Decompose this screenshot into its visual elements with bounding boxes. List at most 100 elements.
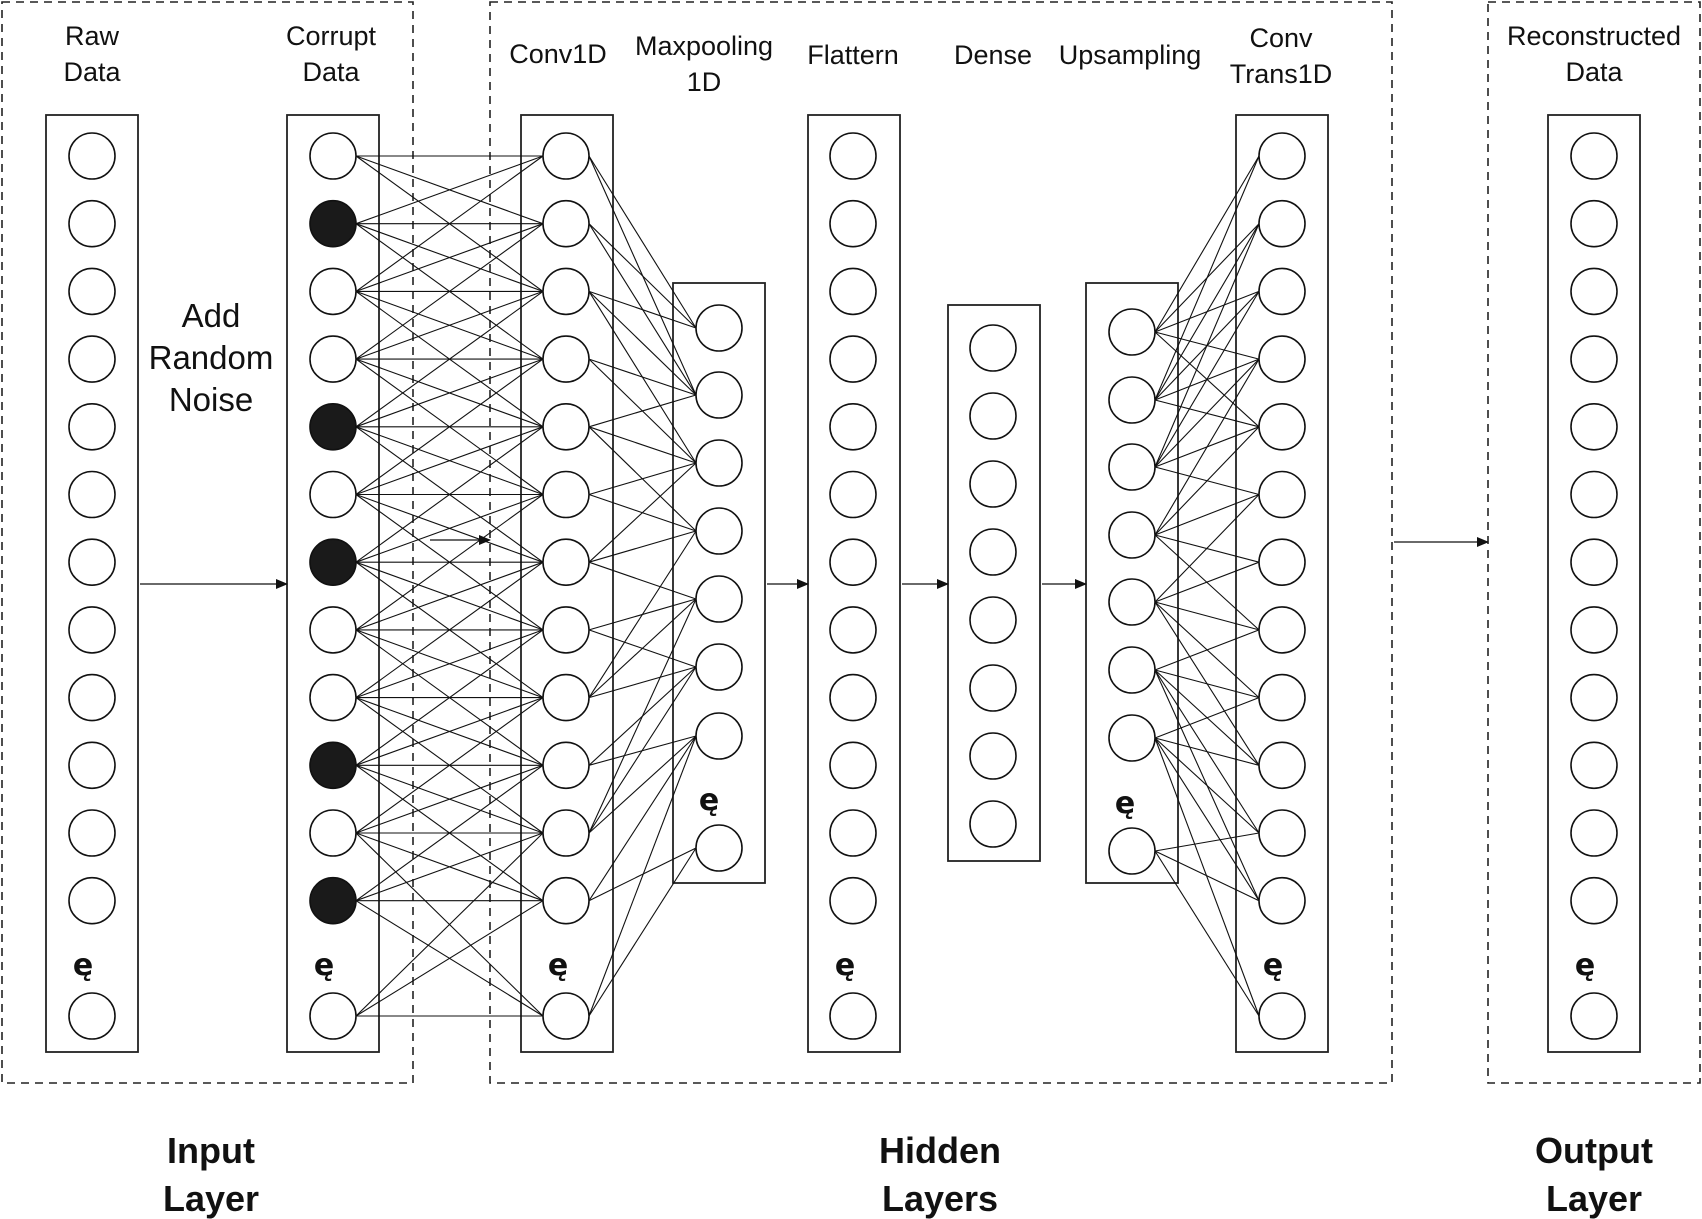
convtrans-node (1258, 992, 1306, 1040)
upsampling-bias-symbol: ę (1115, 786, 1135, 821)
flow-arrows (140, 535, 1489, 589)
edge-corrupt-conv1d (355, 561, 544, 631)
edge-corrupt-conv1d (355, 629, 544, 766)
conv1d-node (542, 992, 590, 1040)
recon-node (1570, 199, 1618, 248)
input-layer-label-line2: Layer (163, 1178, 259, 1219)
edge-conv1d-maxpool (588, 462, 697, 496)
raw-node (68, 538, 116, 587)
dense-node (969, 392, 1017, 440)
edge-conv1d-maxpool (588, 598, 697, 834)
maxpool-node (695, 439, 743, 487)
edge-upsampling-convtrans (1154, 737, 1260, 901)
flatten-node (829, 402, 877, 451)
flatten-bias-symbol: ę (835, 948, 855, 983)
edge-corrupt-conv1d (355, 832, 544, 1017)
edge-corrupt-conv1d (355, 697, 544, 766)
edge-conv1d-maxpool (588, 462, 697, 563)
edge-upsampling-convtrans (1154, 850, 1260, 902)
convtrans-node (1258, 538, 1306, 587)
recon-node (1570, 741, 1618, 790)
maxpool-bias-symbol: ę (699, 783, 719, 818)
convtrans-label-line2: Trans1D (1230, 59, 1333, 89)
dense-node (969, 324, 1017, 372)
conv1d-node (542, 335, 590, 383)
upsample-node (1108, 578, 1156, 626)
flatten-node (829, 606, 877, 654)
raw-node (68, 741, 116, 790)
conv1d-node (542, 538, 590, 587)
flatten-node (829, 132, 877, 180)
convtrans-node (1258, 470, 1306, 519)
corrupt-node (309, 606, 357, 654)
convtrans-label-line1: Conv (1249, 23, 1313, 53)
raw-node (68, 470, 116, 519)
raw-node (68, 809, 116, 857)
flatten-node (829, 267, 877, 316)
conv1d-node (542, 470, 590, 519)
corrupt-bias-symbol: ę (314, 948, 334, 983)
edge-upsampling-convtrans (1154, 629, 1260, 671)
recon-node (1570, 470, 1618, 519)
hidden-section-box (489, 1, 1393, 1084)
edge-conv1d-maxpool (588, 735, 697, 901)
raw-node (68, 267, 116, 316)
dense-node (969, 800, 1017, 848)
edge-corrupt-conv1d (355, 155, 544, 292)
reconstructed-label-line2: Data (1565, 57, 1623, 87)
upsampling-label: Upsampling (1059, 40, 1202, 70)
maxpool-node (695, 824, 743, 872)
flatten-node (829, 741, 877, 790)
edge-upsampling-convtrans (1154, 358, 1260, 536)
noise-label: Add Random Noise (149, 297, 274, 418)
maxpool-node (695, 304, 743, 352)
upsample-node (1108, 646, 1156, 694)
dense-label: Dense (954, 40, 1032, 70)
edge-corrupt-conv1d (355, 561, 544, 699)
upsample-node (1108, 376, 1156, 424)
edge-upsampling-convtrans (1154, 223, 1260, 401)
edge-upsampling-convtrans (1154, 697, 1260, 739)
edge-upsampling-convtrans (1154, 155, 1260, 401)
recon-node (1570, 809, 1618, 857)
edge-upsampling-convtrans (1154, 601, 1260, 631)
reconstructed-label-line1: Reconstructed (1507, 21, 1681, 51)
upsample-node (1108, 827, 1156, 875)
upsample-node (1108, 308, 1156, 356)
raw-data-label-line1: Raw (65, 21, 120, 51)
edge-upsampling-convtrans (1154, 358, 1260, 468)
conv1d-node (542, 741, 590, 790)
edge-corrupt-conv1d (355, 155, 544, 225)
raw-node (68, 132, 116, 180)
edge-corrupt-conv1d (355, 900, 544, 1017)
flatten-node (829, 199, 877, 248)
flatten-node (829, 876, 877, 925)
convtrans-node (1258, 267, 1306, 316)
bias-symbols: ę ę ę ę ę ę ę ę (73, 783, 1595, 983)
corrupt-node (309, 335, 357, 383)
edge-upsampling-convtrans (1154, 561, 1260, 603)
dense-node (969, 596, 1017, 644)
corrupted-node (309, 538, 357, 587)
convtrans-bias-symbol: ę (1263, 948, 1283, 983)
convtrans-node (1258, 132, 1306, 180)
flatten-node (829, 992, 877, 1040)
corrupted-node (309, 741, 357, 790)
edge-upsampling-convtrans (1154, 850, 1260, 1017)
edge-conv1d-maxpool (588, 666, 697, 834)
edge-corrupt-conv1d (355, 223, 544, 292)
convtrans-node (1258, 606, 1306, 654)
edge-conv1d-maxpool (588, 847, 697, 902)
corrupt-data-label-line2: Data (302, 57, 360, 87)
edge-corrupt-conv1d (355, 223, 544, 360)
maxpool-node (695, 712, 743, 760)
conv1d-node (542, 809, 590, 857)
maxpool-node (695, 575, 743, 623)
edge-conv1d-maxpool (588, 561, 697, 600)
noise-label-line1: Add (182, 297, 241, 334)
recon-node (1570, 606, 1618, 654)
flatten-node (829, 809, 877, 857)
flatten-node (829, 470, 877, 519)
convtrans-node (1258, 673, 1306, 722)
